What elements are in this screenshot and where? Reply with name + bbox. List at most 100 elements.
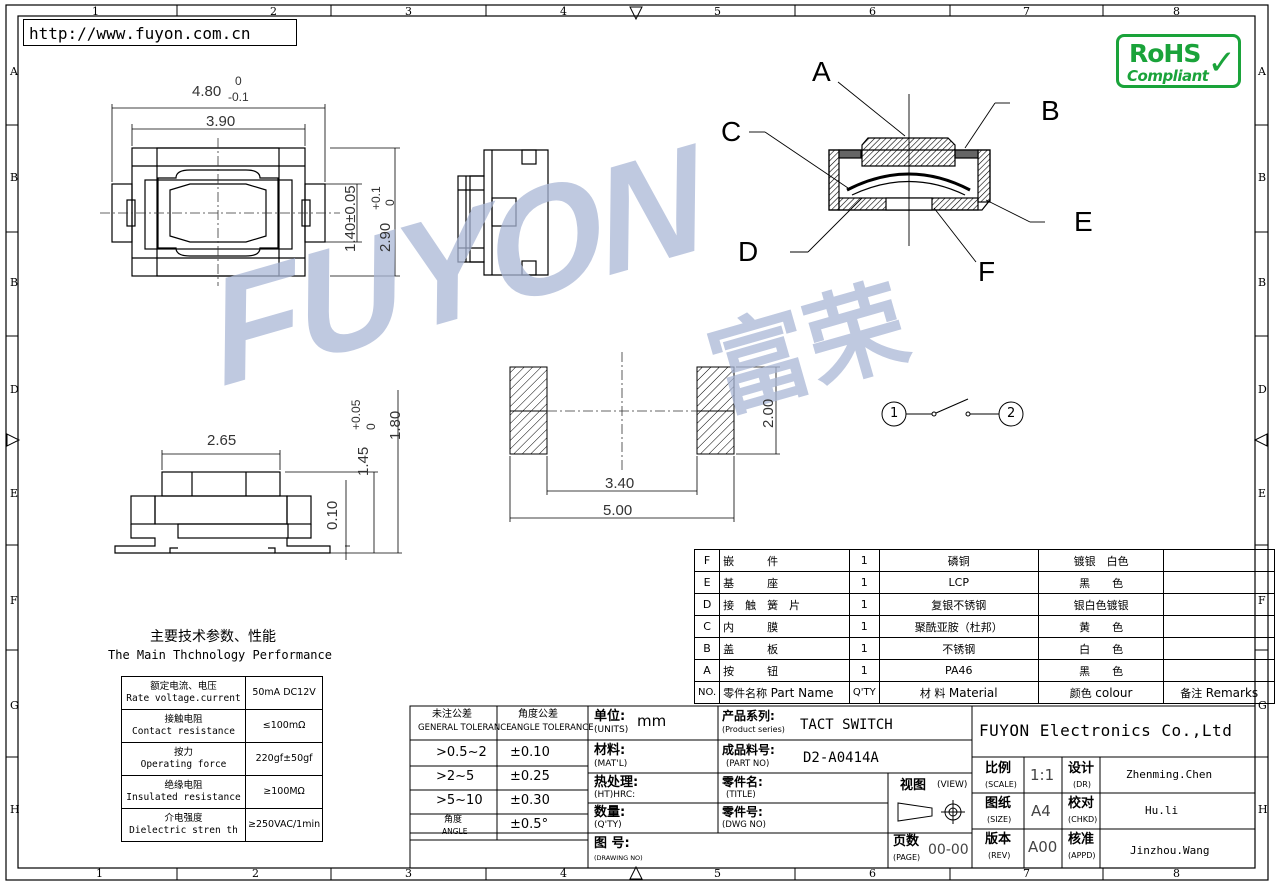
bom-material: 聚酰亚胺（杜邦） [878, 615, 1039, 638]
dim-pad-inner: 3.40 [605, 475, 635, 492]
page-label-cn: 页数 [893, 834, 920, 849]
qty-label-en: (Q'TY) [594, 820, 622, 830]
scale-label-en: (SCALE) [985, 780, 1017, 789]
section-label-e: E [1074, 206, 1093, 237]
designer-label-cn: 设计 [1068, 761, 1095, 776]
perf-param-en: Operating force [140, 759, 227, 770]
grid-left-e: E [10, 487, 19, 500]
bom-material: 磷铜 [878, 549, 1039, 572]
table-row: A 按 钮 1 PA46 黑 色 [693, 659, 1275, 682]
grid-right-b: B [1258, 171, 1267, 184]
dim-width-tol-upper: 0 [235, 74, 242, 88]
drawing-no-label-en: (DRAWING NO) [594, 854, 643, 862]
bom-header-col-en: colour [1095, 685, 1133, 700]
front-view [114, 471, 331, 554]
center-markers [6, 6, 1268, 880]
grid-bottom-1: 1 [96, 867, 103, 880]
bom-no: F [693, 549, 721, 572]
dwg-no-label-cn: 零件号: [722, 805, 763, 819]
bom-colour: 黑 色 [1037, 571, 1165, 594]
table-row: F 嵌 件 1 磷铜 镀银 白色 [693, 549, 1275, 572]
bom-qty: 1 [848, 549, 880, 572]
table-row: E 基 座 1 LCP 黑 色 [693, 571, 1275, 594]
dim-front-h1-tol-upper: +0.05 [349, 399, 363, 430]
bom-header-col-cn: 颜色 [1069, 686, 1092, 700]
bom-colour: 银白色镀银 [1037, 593, 1165, 616]
perf-value: ≤100mΩ [244, 709, 324, 743]
bom-no: D [693, 593, 721, 616]
dim-inner: 3.90 [206, 113, 236, 130]
bom-material: 不锈钢 [878, 637, 1039, 660]
bom-no: A [693, 659, 721, 682]
bom-qty: 1 [848, 571, 880, 594]
grid-top-8: 8 [1173, 5, 1180, 18]
perf-param-cn: 介电强度 [164, 813, 203, 824]
bom-header-row: NO. 零件名称 Part Name Q'TY 材 料 Material 颜色 … [693, 681, 1275, 704]
bom-header-qty: Q'TY [848, 681, 880, 704]
drawing-no-label-cn: 图 号: [594, 836, 630, 851]
dim-v2-tol-upper: +0.1 [369, 186, 383, 210]
cross-section [828, 137, 991, 211]
bom-name: 基 座 [719, 571, 850, 594]
perf-value: ≥250VAC/1min [244, 808, 324, 842]
heat-label-en: (HT)HRC: [594, 790, 636, 800]
part-name-label-cn: 零件名: [722, 775, 763, 789]
tol-angle-label-cn: 角度 [444, 815, 463, 825]
grid-bottom-6: 6 [869, 867, 876, 880]
bom-remark [1163, 593, 1275, 616]
tol-angle-en: ANGLE TOLERANCE [511, 723, 594, 733]
section-label-f: F [978, 256, 996, 287]
tol-value: ±0.10 [510, 745, 550, 760]
section-leaders [749, 81, 1045, 263]
grid-bottom-3: 3 [405, 867, 412, 880]
grid-bottom-4: 4 [560, 867, 567, 880]
bom-name: 内 膜 [719, 615, 850, 638]
part-name-label-en: (TITLE) [726, 790, 756, 800]
grid-top-3: 3 [405, 5, 412, 18]
bom-remark [1163, 549, 1275, 572]
section-label-b: B [1041, 95, 1060, 126]
grid-ticks [6, 5, 1268, 880]
perf-param-cn: 接触电阻 [164, 714, 203, 725]
perf-title-en: The Main Thchnology Performance [108, 648, 332, 662]
series-label-cn: 产品系列: [722, 709, 775, 723]
dim-front-h2: 1.80 [387, 410, 404, 440]
grid-top-2: 2 [270, 5, 277, 18]
bom-header-mat-en: Material [948, 685, 998, 700]
pad-centerlines [547, 352, 697, 470]
approver-value: Jinzhou.Wang [1130, 844, 1210, 857]
grid-top-4: 4 [560, 5, 567, 18]
bom-header-name-cn: 零件名称 [723, 686, 768, 700]
material-label-en: (MAT'L) [594, 759, 628, 769]
series-value: TACT SWITCH [800, 717, 893, 733]
bom-remark [1163, 571, 1275, 594]
perf-param-cn: 按力 [173, 747, 193, 758]
grid-right-h: H [1258, 803, 1268, 816]
bom-qty: 1 [848, 659, 880, 682]
grid-top-6: 6 [869, 5, 876, 18]
checkmark-icon: ✓ [1207, 43, 1237, 83]
rev-label-cn: 版本 [985, 832, 1012, 847]
dim-front-length: 2.65 [207, 432, 237, 449]
bom-remark [1163, 615, 1275, 638]
bom-header-colour: 颜色 colour [1037, 681, 1165, 704]
bom-header-rem-cn: 备注 [1180, 686, 1203, 700]
page-label-en: (PAGE) [893, 853, 921, 862]
part-no-label-en: (PART NO) [726, 759, 770, 769]
size-label-cn: 图纸 [985, 796, 1012, 811]
grid-bottom-7: 7 [1023, 867, 1030, 880]
perf-value: 50mA DC12V [244, 676, 324, 710]
page-value: 00-00 [928, 842, 969, 858]
rohs-label: RoHS [1129, 39, 1201, 68]
company-name: FUYON Electronics Co.,Ltd [979, 721, 1233, 740]
tol-value: ±0.30 [510, 793, 550, 808]
bom-header-no: NO. [693, 681, 721, 704]
bom-name: 嵌 件 [719, 549, 850, 572]
